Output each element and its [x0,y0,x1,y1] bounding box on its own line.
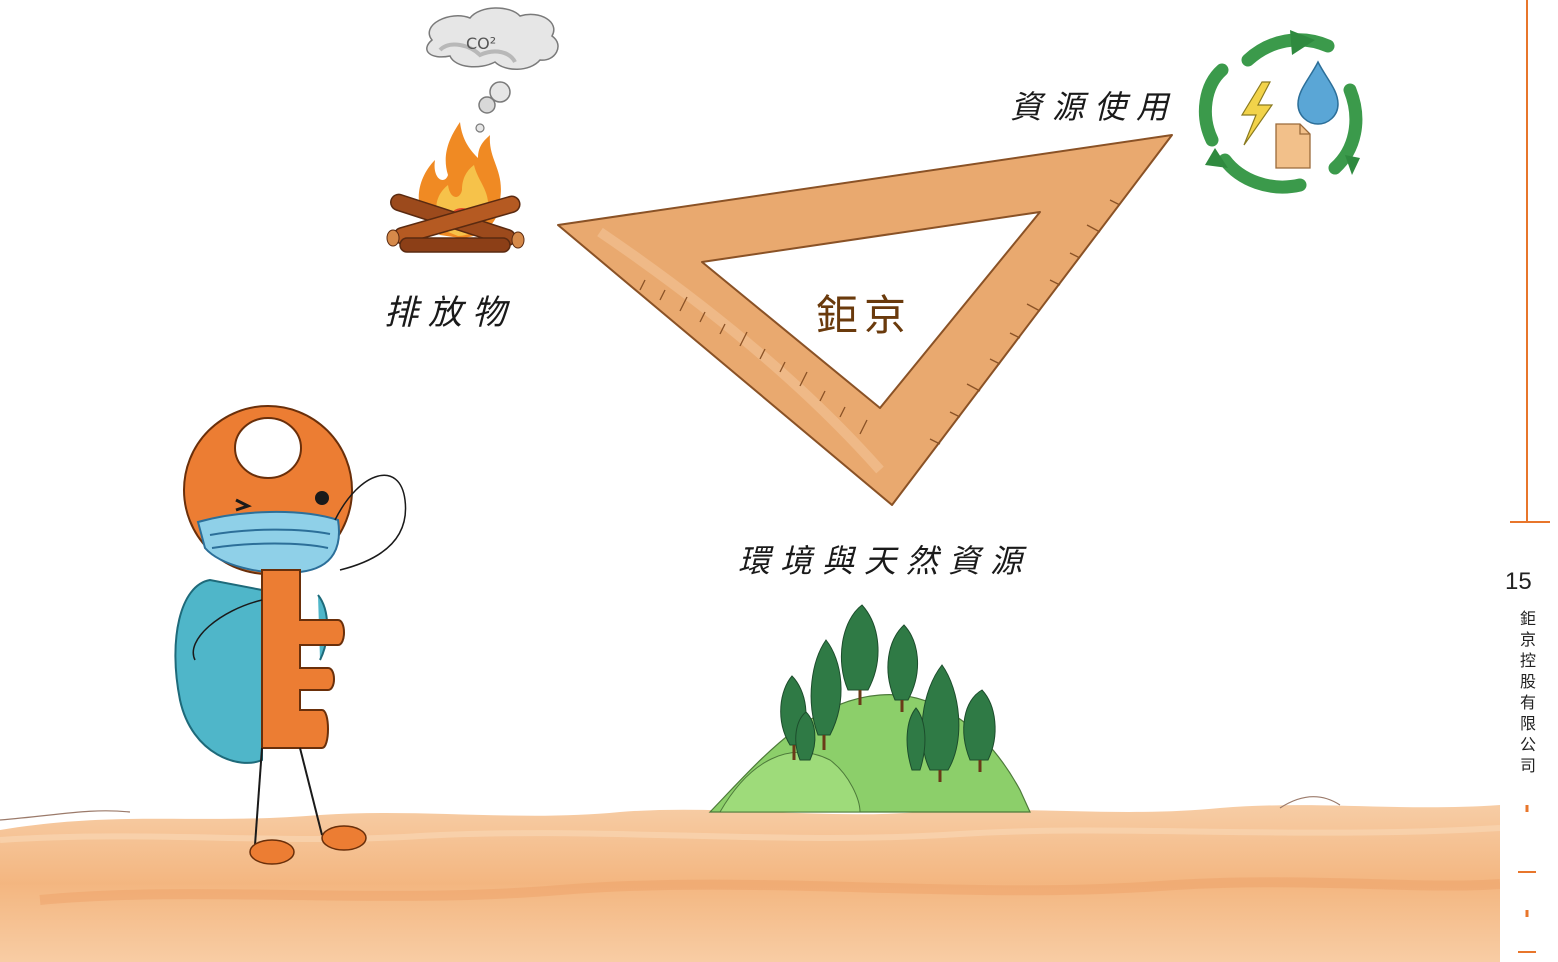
emissions-label: 排放物 [384,293,516,333]
forest-hill-icon [708,604,1031,813]
co2-cloud-icon [426,7,559,133]
environment-label: 環境與天然資源 [738,542,1033,580]
water-drop-icon [1297,60,1339,125]
recycle-icon [1198,30,1363,194]
resource-use-label: 資源使用 [1010,88,1179,126]
ground-illustration [0,796,1500,962]
key-mascot-icon [174,405,407,865]
campfire-icon [386,7,559,253]
company-name: 鉅京控股有限公司 [1517,610,1536,778]
lightning-icon [1240,81,1274,146]
set-square-ruler-icon [557,134,1173,506]
page-number: 15 [1505,568,1532,595]
document-icon [1275,123,1311,169]
co2-label: CO² [466,34,497,53]
center-label: 鉅京 [816,291,913,340]
